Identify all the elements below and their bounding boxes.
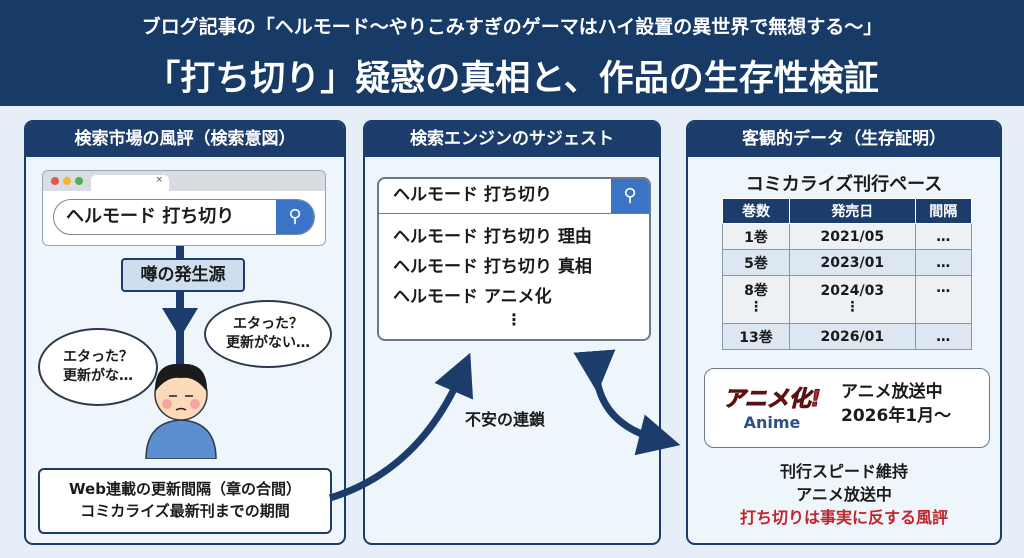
more-indicator: ⋮ [506, 310, 522, 329]
header: ブログ記事の「ヘルモード～やりこみすぎのゲーマはハイ設置の異世界で無想する～」 … [0, 0, 1024, 106]
column-header: 発売日 [789, 198, 916, 224]
thought-bubble-left: エタった？更新がな… [38, 328, 158, 406]
browser-tab[interactable]: × [91, 175, 169, 191]
suggest-search-input[interactable]: ヘルモード 打ち切り⚲ [379, 179, 649, 214]
down-arrow-icon [162, 308, 198, 338]
column-header: 間隔 [914, 198, 973, 224]
worried-person-icon [145, 363, 217, 459]
panel-title: 検索市場の風評（検索意図） [26, 122, 344, 157]
header-subtitle: ブログ記事の「ヘルモード～やりこみすぎのゲーマはハイ設置の異世界で無想する～」 [141, 16, 883, 38]
panel-search-reputation: 検索市場の風評（検索意図） × ヘルモード 打ち切り⚲ 噂の発生源 エタった？更… [24, 120, 346, 545]
suggestion-item[interactable]: ヘルモード アニメ化 [393, 287, 552, 307]
table-row: 8巻⋮2024/03⋮… [721, 275, 973, 324]
rumor-source-tag: 噂の発生源 [121, 258, 245, 292]
thought-bubble-right: エタった？更新がない… [204, 300, 332, 368]
browser-window: × ヘルモード 打ち切り⚲ [42, 170, 326, 246]
suggest-box: ヘルモード 打ち切り⚲ ヘルモード 打ち切り 理由 ヘルモード 打ち切り 真相 … [377, 177, 651, 341]
header-title: 「打ち切り」疑惑の真相と、作品の生存性検証 [145, 59, 879, 99]
column-header: 巻数 [721, 198, 791, 224]
search-icon[interactable]: ⚲ [611, 179, 649, 213]
suggestion-item[interactable]: ヘルモード 打ち切り 理由 [393, 227, 592, 247]
cause-box: Web連載の更新間隔（章の合間）コミカライズ最新刊までの期間 [38, 468, 332, 534]
search-input[interactable]: ヘルモード 打ち切り⚲ [53, 199, 315, 235]
chain-label: 不安の連鎖 [465, 410, 546, 429]
panel-title: 検索エンジンのサジェスト [365, 122, 659, 157]
table-title: コミカライズ刊行ペース [745, 174, 943, 195]
suggestion-item[interactable]: ヘルモード 打ち切り 真相 [393, 257, 592, 277]
panel-title: 客観的データ（生存証明） [688, 122, 1000, 157]
close-icon[interactable]: × [155, 175, 163, 185]
conclusion: 刊行スピード維持アニメ放送中打ち切りは事実に反する風評 [739, 462, 948, 528]
search-icon[interactable]: ⚲ [276, 200, 314, 234]
panel-search-suggest: 検索エンジンのサジェスト ヘルモード 打ち切り⚲ ヘルモード 打ち切り 理由 ヘ… [363, 120, 661, 545]
anime-logo: アニメ化! Anime [723, 387, 822, 433]
